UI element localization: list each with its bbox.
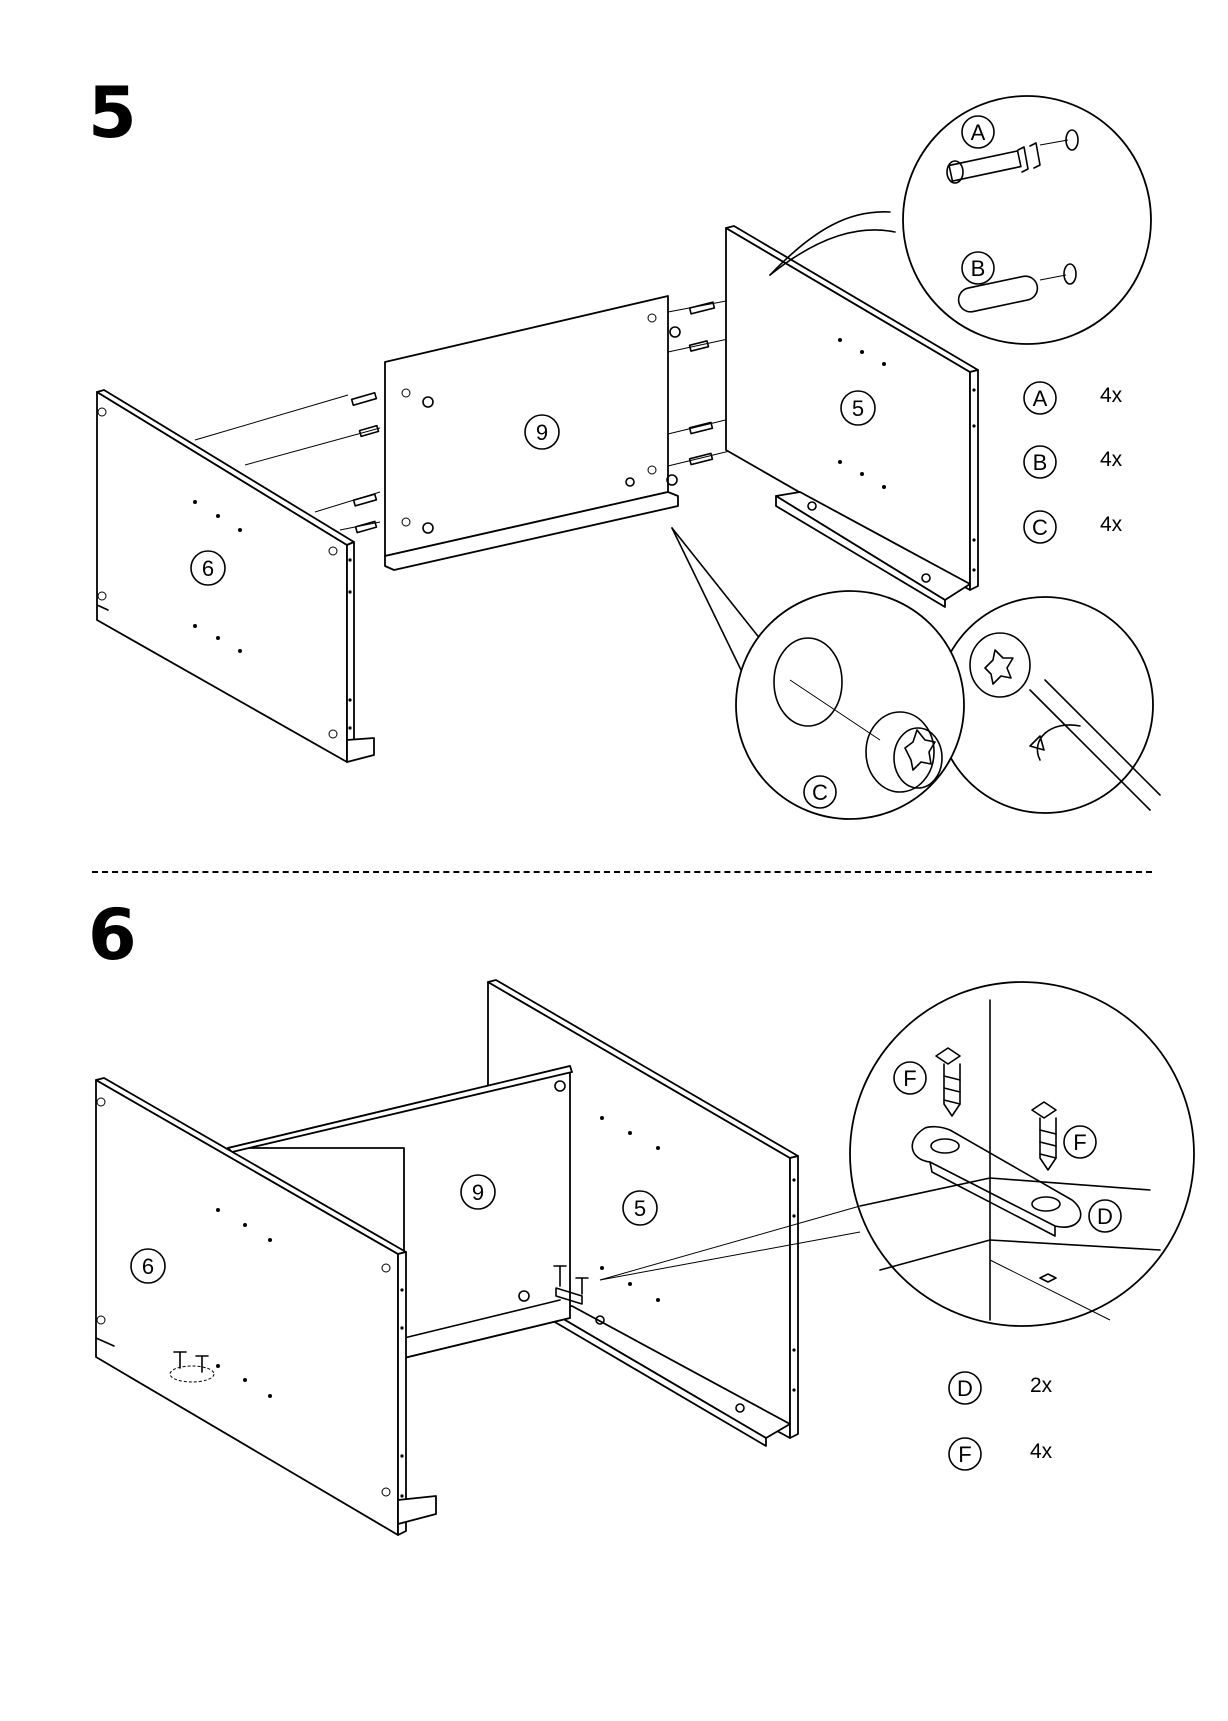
step-6-diagram: 5 9 6 (96, 980, 1194, 1535)
panel-9: 9 (385, 296, 680, 570)
step-5-diagram: 6 9 (97, 96, 1160, 819)
part-d-id: D (957, 1376, 973, 1401)
callout-label-f-1: F (903, 1066, 916, 1091)
part-c-qty: 4x (1100, 513, 1123, 536)
panel-9-step-6-label: 9 (472, 1180, 484, 1205)
part-d-qty: 2x (1030, 1374, 1053, 1397)
panel-5-label: 5 (852, 396, 864, 421)
part-a-qty: 4x (1100, 384, 1123, 407)
panel-5-step-6-label: 5 (634, 1196, 646, 1221)
parts-legend-step-6: D 2x F 4x (949, 1372, 1053, 1470)
panel-6-label: 6 (202, 556, 214, 581)
callout-label-c: C (812, 780, 828, 805)
callout-label-f-2: F (1073, 1130, 1086, 1155)
part-a-id: A (1033, 386, 1048, 411)
part-f-qty: 4x (1030, 1440, 1053, 1463)
callout-plate: F F D (850, 982, 1194, 1326)
part-c-id: C (1032, 515, 1048, 540)
panel-6-step-6-label: 6 (142, 1254, 154, 1279)
panel-6: 6 (97, 390, 374, 762)
part-f-id: F (958, 1442, 971, 1467)
callout-label-a: A (971, 120, 986, 145)
panel-9-label: 9 (536, 420, 548, 445)
callout-label-b: B (971, 256, 986, 281)
part-b-qty: 4x (1100, 448, 1123, 471)
callout-label-d: D (1097, 1204, 1113, 1229)
part-b-id: B (1033, 450, 1048, 475)
parts-legend-step-5: A 4x B 4x C 4x (1024, 382, 1123, 543)
